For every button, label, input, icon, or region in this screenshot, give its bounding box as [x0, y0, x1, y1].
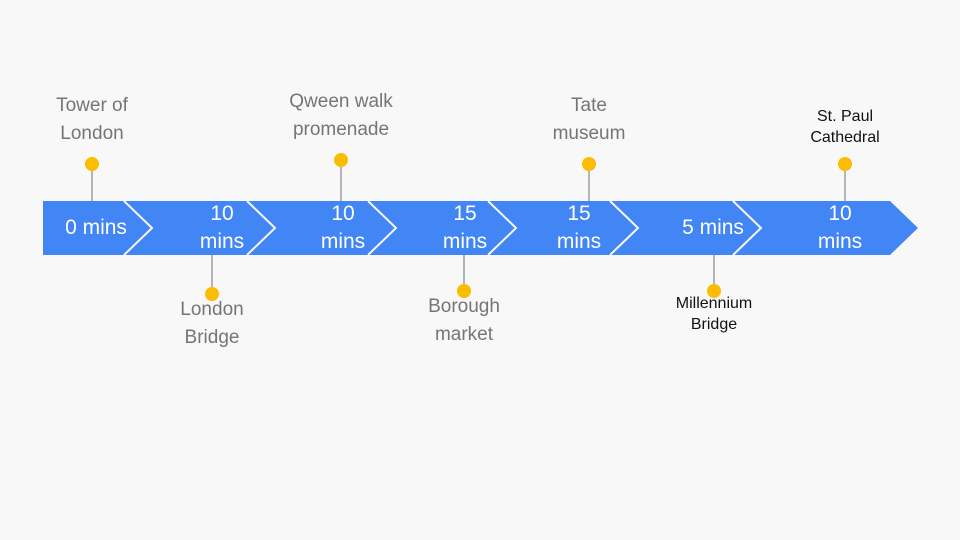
- stop-marker: [838, 157, 852, 171]
- chevron-divider: [246, 200, 277, 256]
- segment-duration-label: 10 mins: [817, 202, 863, 253]
- stop-name-label: Qween walk promenade: [289, 91, 393, 140]
- chevron-divider: [367, 200, 398, 256]
- stop-marker: [205, 287, 219, 301]
- segment-duration-label: 0 mins: [65, 216, 127, 239]
- segment-duration-label: 10 mins: [199, 202, 245, 253]
- stop-name-label: St. Paul Cathedral: [810, 108, 880, 146]
- stop-name-label: Millennium Bridge: [675, 295, 753, 333]
- segment-duration-label: 10 mins: [320, 202, 366, 253]
- chevron-divider: [487, 200, 518, 256]
- stop-marker: [85, 157, 99, 171]
- segment-duration-label: 5 mins: [682, 216, 744, 239]
- segment-duration-label: 15 mins: [442, 202, 488, 253]
- stop-marker: [582, 157, 596, 171]
- chevron-divider: [123, 200, 154, 256]
- stop-name-label: London Bridge: [180, 299, 244, 348]
- stop-name-label: Tate museum: [552, 95, 626, 144]
- chevron-divider: [732, 200, 763, 256]
- chevron-divider: [609, 200, 640, 256]
- segment-duration-label: 15 mins: [556, 202, 602, 253]
- stop-name-label: Tower of London: [56, 95, 128, 144]
- stop-name-label: Borough market: [428, 296, 500, 345]
- stop-marker: [334, 153, 348, 167]
- stop-marker: [457, 284, 471, 298]
- stop-marker: [707, 284, 721, 298]
